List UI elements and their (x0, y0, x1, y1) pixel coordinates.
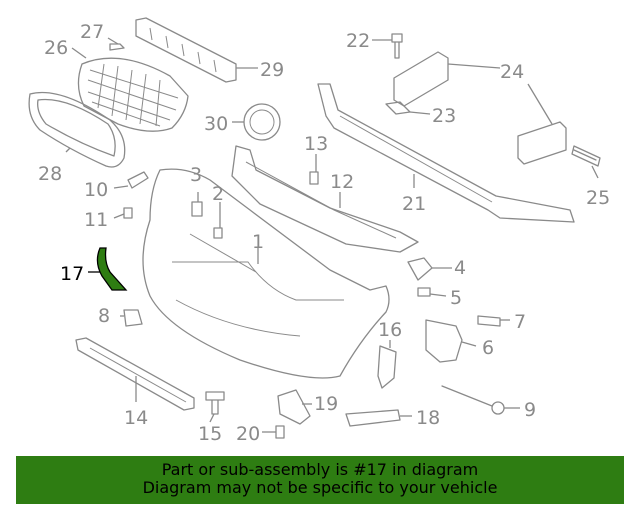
callout-2: 2 (212, 183, 224, 205)
part-absorber (231, 145, 419, 253)
callout-5: 5 (450, 287, 462, 309)
part-bolt-22 (391, 33, 403, 59)
callout-6: 6 (482, 337, 494, 359)
callout-14: 14 (124, 407, 148, 429)
callout-24: 24 (500, 61, 524, 83)
callout-10: 10 (84, 179, 108, 201)
part-bolt-25 (571, 145, 601, 167)
part-bracket-23 (385, 101, 411, 115)
callout-labels: 1 2 3 4 5 6 7 8 9 10 11 12 13 14 15 16 1… (38, 21, 610, 445)
info-banner: Part or sub-assembly is #17 in diagram D… (16, 456, 624, 504)
part-clip-27 (107, 37, 125, 51)
callout-13: 13 (304, 133, 328, 155)
callout-19: 19 (314, 393, 338, 415)
callout-26: 26 (44, 37, 68, 59)
callout-28: 28 (38, 163, 62, 185)
callout-17: 17 (60, 263, 84, 285)
part-impact-bar (317, 83, 575, 223)
callout-7: 7 (514, 311, 526, 333)
parts-lower-trim (275, 389, 401, 439)
part-sensor-8 (123, 309, 143, 327)
callout-16: 16 (378, 319, 402, 341)
part-bumper-cover (142, 168, 390, 379)
callout-11: 11 (84, 209, 108, 231)
part-17-highlighted (96, 247, 128, 291)
banner-line-2: Diagram may not be specific to your vehi… (142, 478, 498, 497)
part-grille-bezel (28, 91, 126, 168)
part-bracket-6 (425, 319, 463, 363)
callout-25: 25 (586, 187, 610, 209)
callout-3: 3 (190, 164, 202, 186)
callout-8: 8 (98, 305, 110, 327)
callout-29: 29 (260, 59, 284, 81)
part-emblem (243, 103, 281, 141)
banner-line-1: Part or sub-assembly is #17 in diagram (161, 460, 479, 479)
parts-diagram: 1 2 3 4 5 6 7 8 9 10 11 12 13 14 15 16 1… (28, 17, 610, 445)
callout-9: 9 (524, 399, 536, 421)
callout-27: 27 (80, 21, 104, 43)
callout-30: 30 (204, 113, 228, 135)
callout-22: 22 (346, 30, 370, 52)
part-brackets-24 (393, 51, 567, 165)
callout-21: 21 (402, 193, 426, 215)
callout-20: 20 (236, 423, 260, 445)
callout-1: 1 (252, 231, 264, 253)
callout-18: 18 (416, 407, 440, 429)
leader-lines (65, 39, 599, 433)
callout-12: 12 (330, 171, 354, 193)
part-bracket-4 (407, 257, 433, 281)
part-bolt-15 (205, 391, 225, 415)
part-upper-bracket (135, 17, 237, 83)
part-upper-grille (77, 57, 189, 132)
callout-23: 23 (432, 105, 456, 127)
callout-15: 15 (198, 423, 222, 445)
part-tow-hook (441, 385, 505, 415)
part-lower-grille (75, 337, 195, 411)
callout-4: 4 (454, 257, 466, 279)
part-reflector (377, 345, 397, 389)
